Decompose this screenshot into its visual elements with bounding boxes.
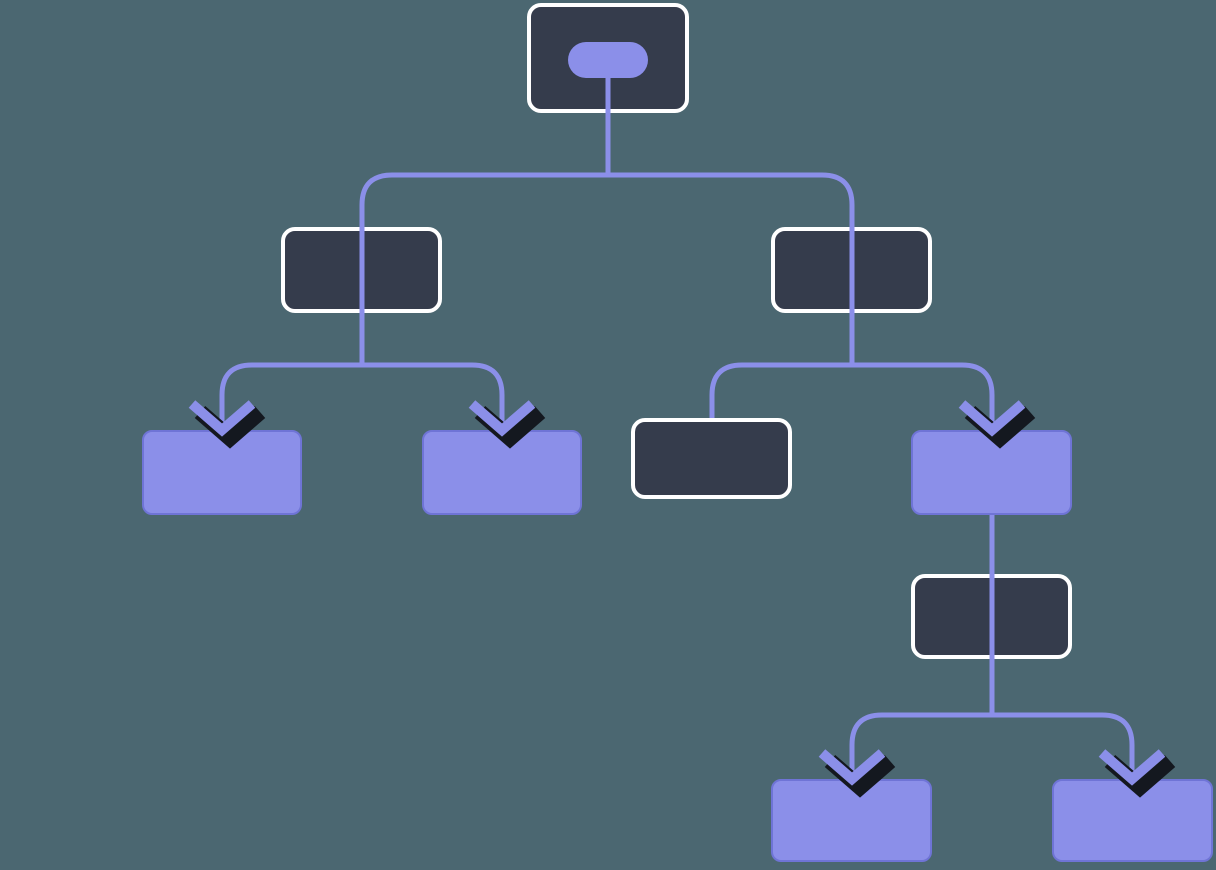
node-inner-pill-icon xyxy=(568,42,648,78)
node-l4-b[interactable] xyxy=(1052,779,1213,862)
node-l1-right[interactable] xyxy=(771,227,932,313)
node-l2-c[interactable] xyxy=(631,418,792,499)
node-l4-a[interactable] xyxy=(771,779,932,862)
node-root[interactable] xyxy=(527,3,689,113)
node-l2-b[interactable] xyxy=(422,430,582,515)
node-l2-a[interactable] xyxy=(142,430,302,515)
node-l2-d[interactable] xyxy=(911,430,1072,515)
node-l1-left[interactable] xyxy=(281,227,442,313)
node-l3-a[interactable] xyxy=(911,574,1072,659)
